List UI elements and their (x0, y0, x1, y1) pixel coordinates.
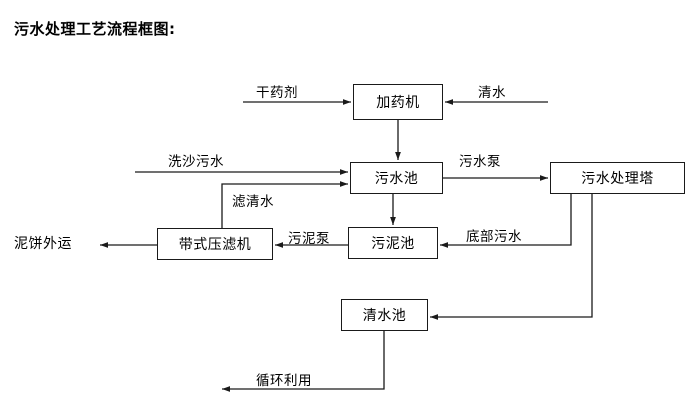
node-treatment-tower[interactable]: 污水处理塔 (550, 162, 685, 194)
page-title: 污水处理工艺流程框图: (14, 20, 176, 38)
node-sludge-pool[interactable]: 污泥池 (348, 227, 438, 259)
edge-label-sand-wash-wastewater: 洗沙污水 (168, 154, 224, 170)
edge-label-filtered-clear-water: 滤清水 (232, 194, 274, 210)
edge-label-clean-water: 清水 (478, 85, 506, 101)
node-clear-water-pool[interactable]: 清水池 (341, 299, 428, 331)
edge-treatment-tower-to-clear-water-pool (430, 194, 593, 320)
edge-label-recycle-reuse: 循环利用 (256, 373, 312, 389)
terminal-label-mud-cake-out: 泥饼外运 (14, 236, 72, 252)
edge-label-wastewater-pump: 污水泵 (459, 154, 501, 170)
node-wastewater-pool[interactable]: 污水池 (350, 162, 443, 194)
edge-clear-water-pool-to-recycle-reuse (222, 331, 385, 392)
node-dosing-machine[interactable]: 加药机 (353, 84, 443, 120)
node-belt-filter-press[interactable]: 带式压滤机 (157, 228, 273, 260)
edge-label-dry-reagent: 干药剂 (256, 85, 298, 101)
edge-label-sludge-pump: 污泥泵 (288, 231, 330, 247)
edge-label-bottom-wastewater: 底部污水 (466, 229, 522, 245)
edge-filtered-clear-water-to-wastewater-pool (221, 181, 348, 228)
edge-bottom-wastewater-to-sludge-pool (440, 194, 572, 248)
